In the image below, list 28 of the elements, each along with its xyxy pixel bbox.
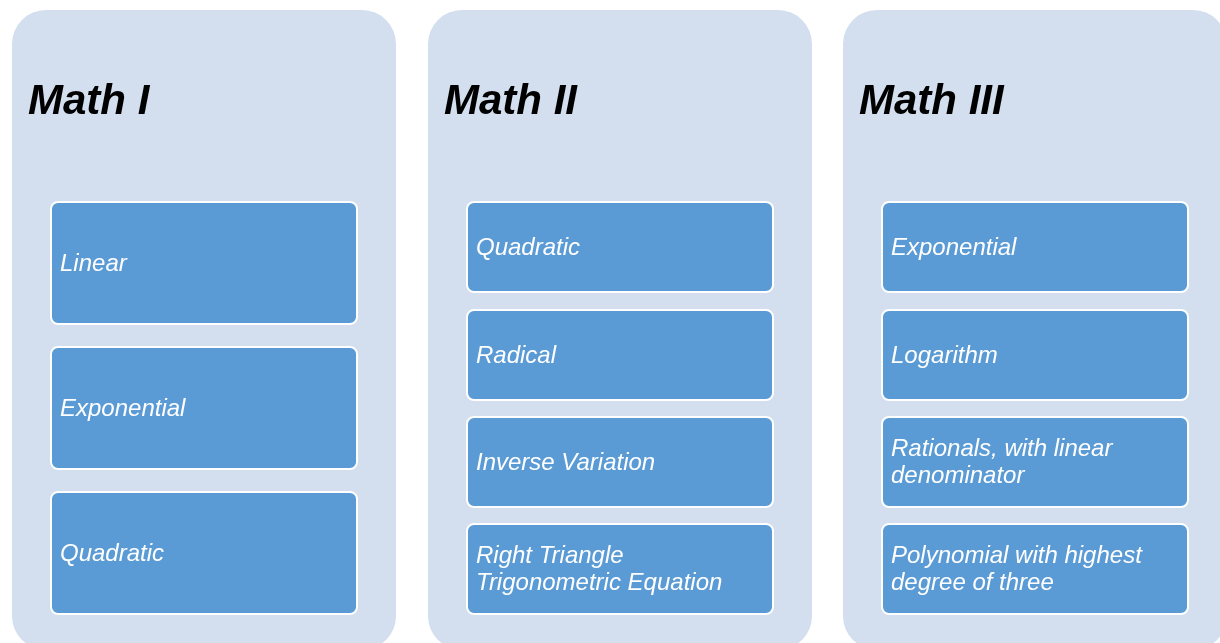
topic-label: Polynomial with highest degree of three — [891, 542, 1144, 596]
topic-box — [466, 309, 774, 401]
topic-label: Right Triangle Trigonometric Equation — [476, 542, 724, 596]
topic-box — [881, 201, 1189, 293]
topic-label: Quadratic — [476, 233, 581, 261]
course-title: Math II — [444, 76, 577, 124]
topic-label: Logarithm — [891, 341, 998, 369]
topic-label: Radical — [476, 341, 557, 369]
topic-box — [466, 523, 774, 615]
topic-label: Inverse Variation — [476, 448, 656, 476]
course-panel — [843, 10, 1220, 643]
topic-box — [466, 416, 774, 508]
topic-box — [881, 309, 1189, 401]
topic-label: Linear — [60, 249, 127, 277]
course-panel — [12, 10, 396, 643]
topic-box — [466, 201, 774, 293]
topic-box — [50, 346, 358, 470]
topic-box — [50, 491, 358, 615]
topic-box — [50, 201, 358, 325]
topic-label: Exponential — [891, 233, 1017, 261]
course-title: Math I — [28, 76, 150, 124]
course-title: Math III — [859, 76, 1004, 124]
topic-label: Quadratic — [60, 539, 165, 567]
topic-label: Exponential — [60, 394, 186, 422]
topic-label: Rationals, with linear denominator — [891, 435, 1115, 489]
course-panel — [428, 10, 812, 643]
topic-box — [881, 523, 1189, 615]
topic-box — [881, 416, 1189, 508]
